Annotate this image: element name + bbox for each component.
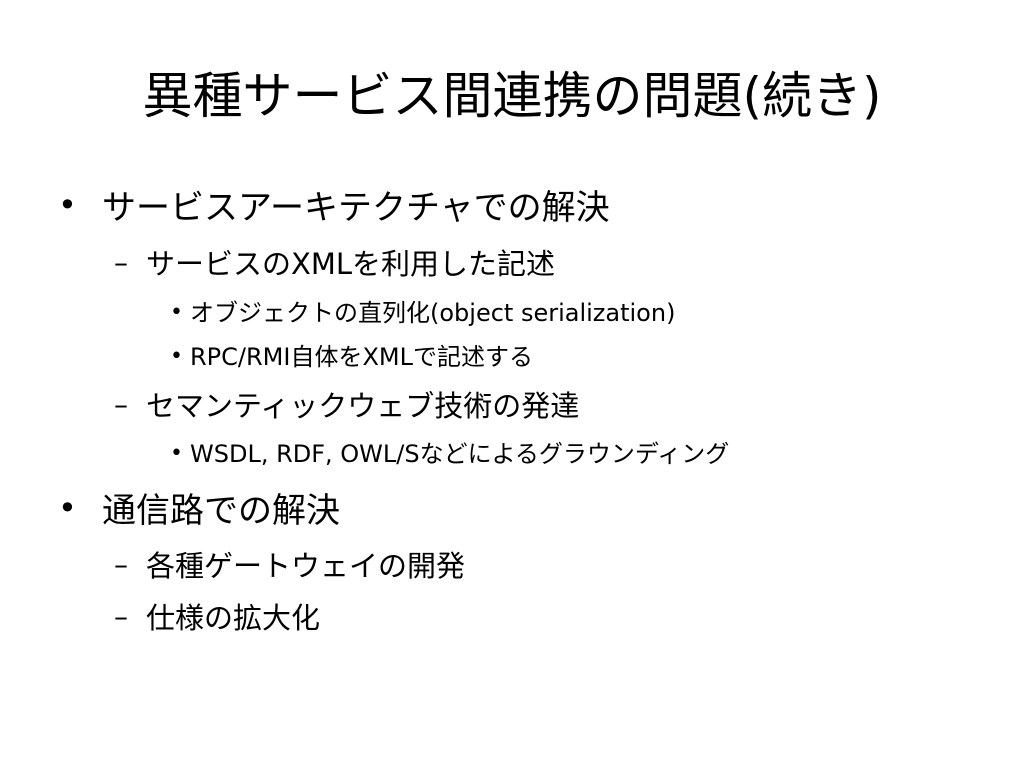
bullet-text: RPC/RMI自体をXMLで記述する [190,343,533,371]
bullet-text: サービスアーキテクチャでの解決 [102,188,610,228]
bullet-marker: • [170,300,183,325]
bullet-marker: • [170,441,183,466]
bullet-text: 通信路での解決 [102,491,340,531]
bullet-text: WSDL, RDF, OWL/Sなどによるグラウンディング [190,440,730,468]
bullet-text: オブジェクトの直列化(object serialization) [190,299,676,327]
dash-marker: – [114,548,128,581]
bullet-text: サービスのXMLを利用した記述 [146,247,556,281]
bullet-text: セマンティックウェブ技術の発達 [146,389,580,423]
dash-marker: – [114,600,128,633]
dash-marker: – [114,388,128,421]
bullet-text: 各種ゲートウェイの開発 [146,549,466,583]
bullet-marker: • [170,344,183,369]
bullet-marker: • [58,186,77,224]
bullet-marker: • [58,489,77,527]
bullet-text: 仕様の拡大化 [146,601,321,635]
dash-marker: – [114,246,128,279]
slide-title: 異種サービス間連携の問題(続き) [142,67,882,125]
